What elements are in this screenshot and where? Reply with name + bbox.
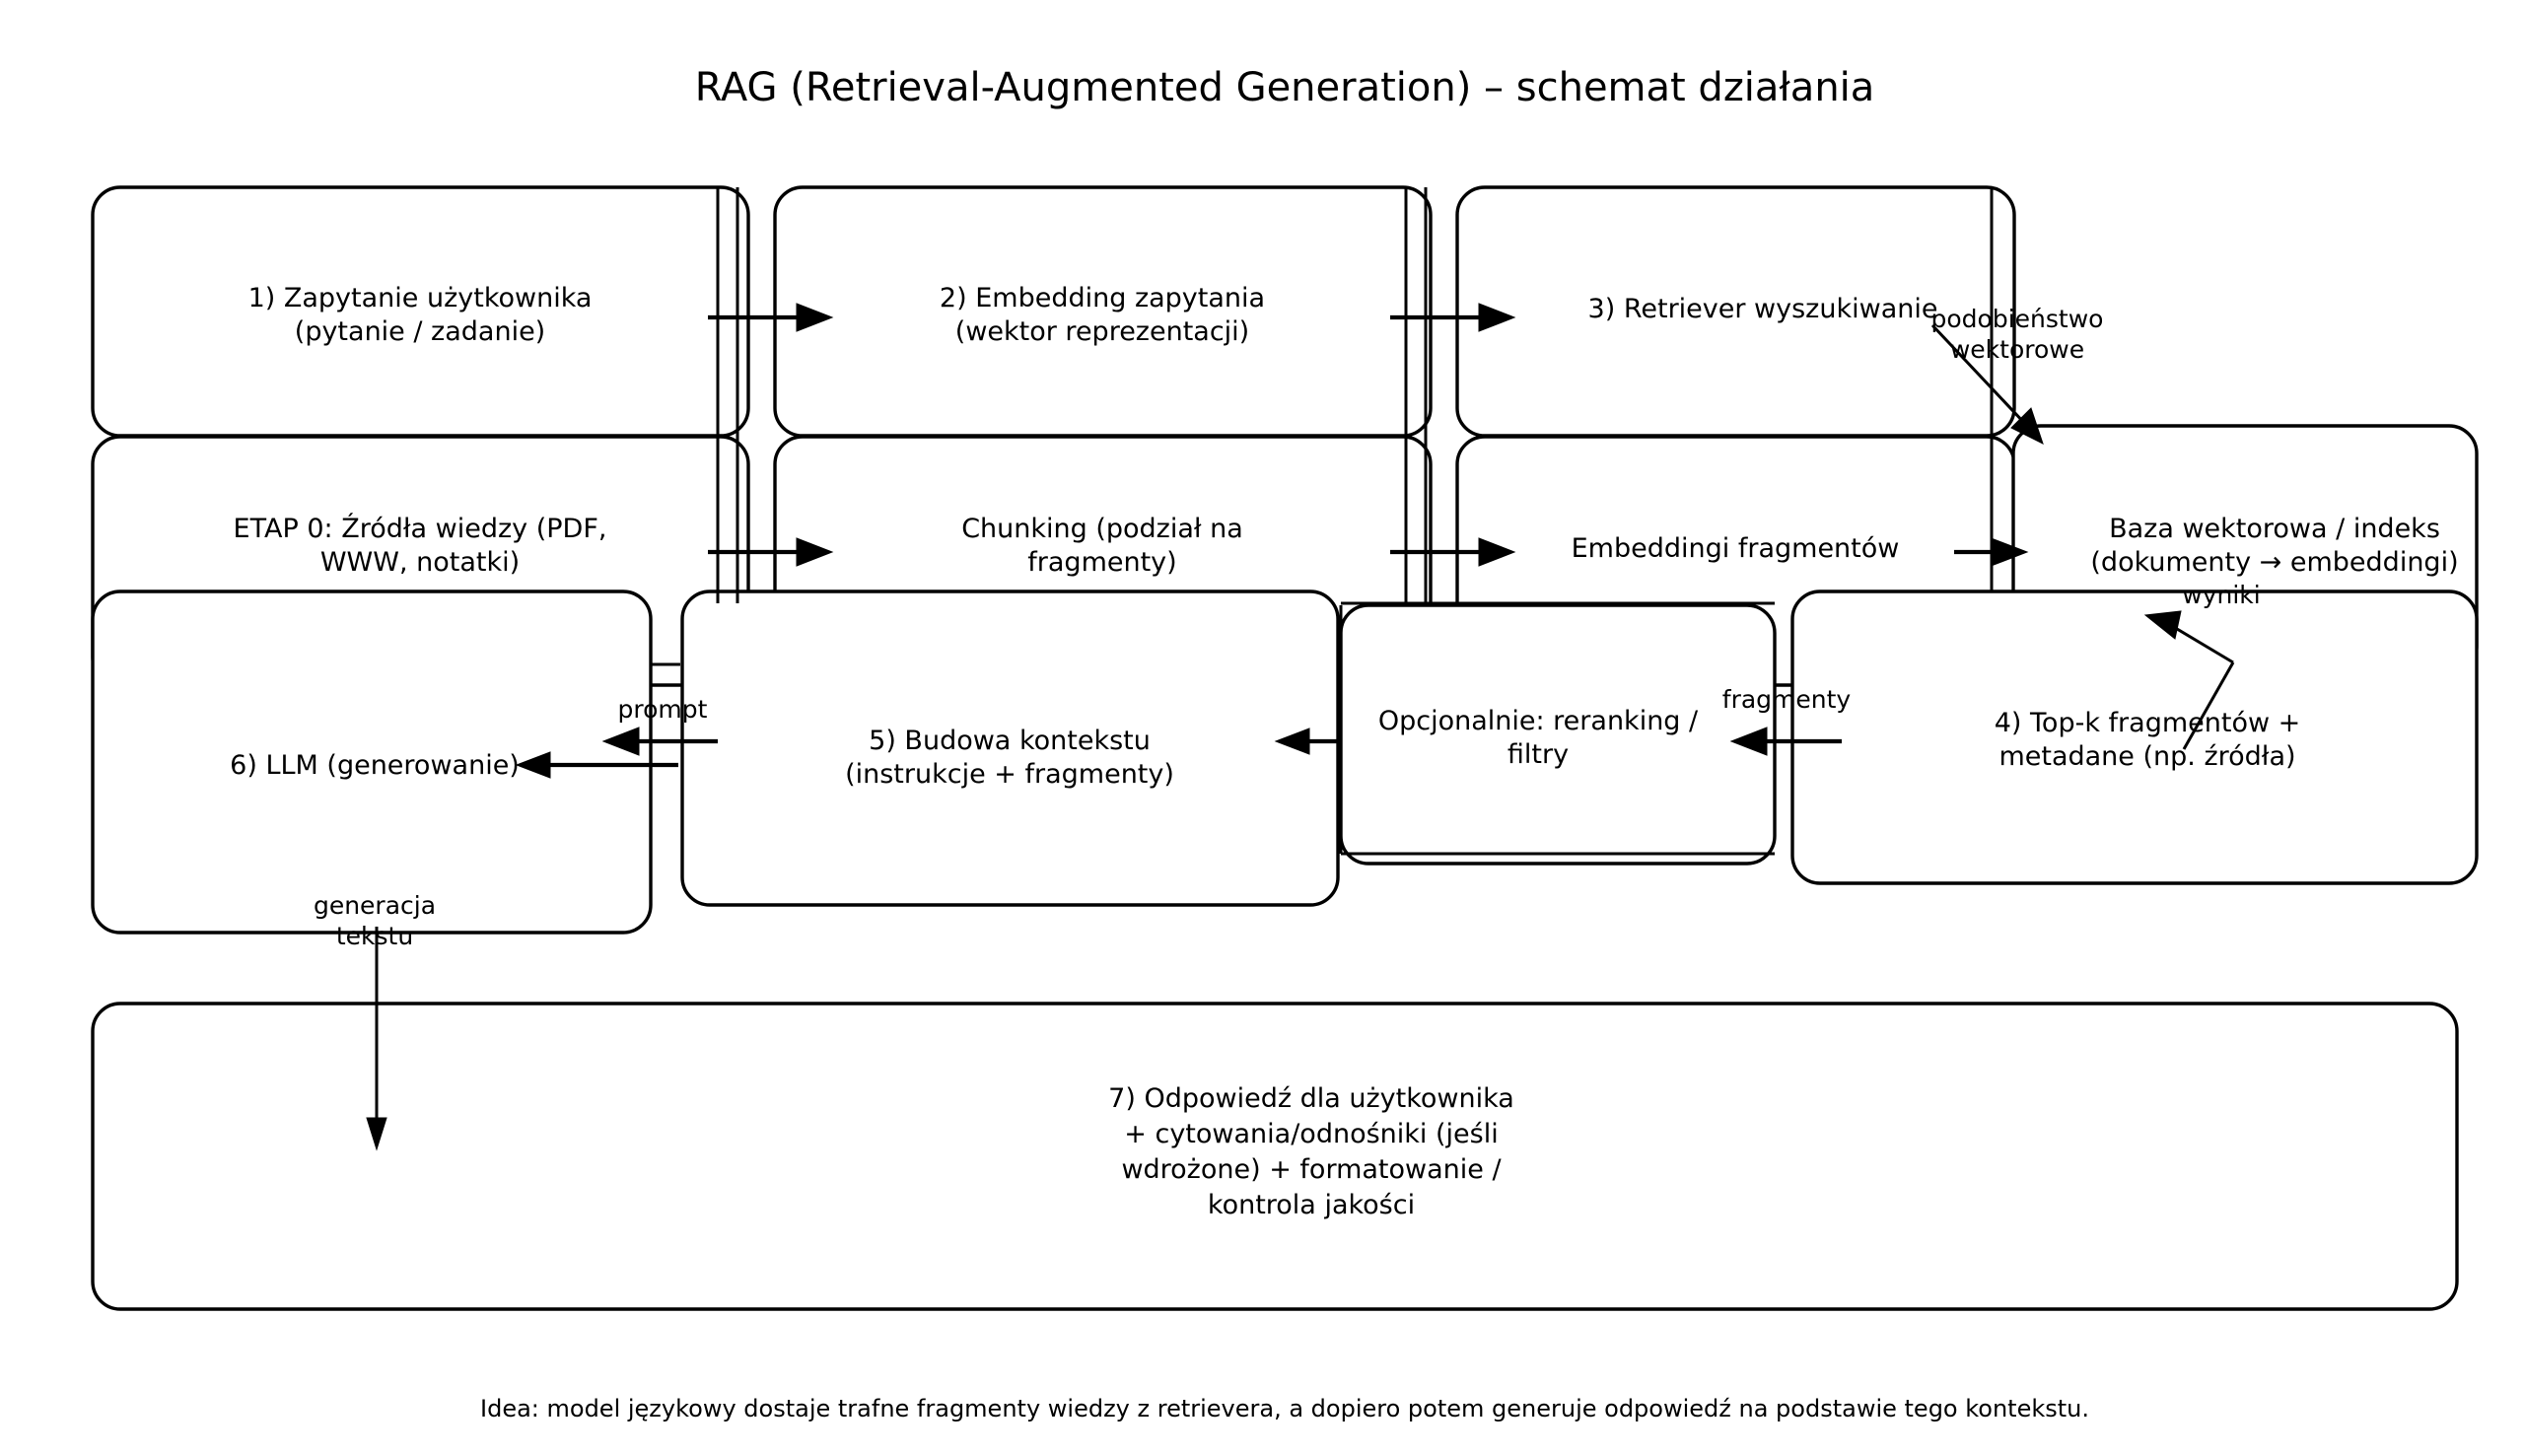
node-topk-line-1: metadane (np. źródła) (1998, 741, 2295, 772)
edge-query-to-query-embedding (708, 303, 834, 332)
edge-label-results-line-0: wyniki (2182, 581, 2260, 609)
edge-label-text-generation-line-0: generacja (314, 891, 436, 920)
node-llm-line-0: 6) LLM (generowanie) (230, 750, 520, 781)
edge-retriever-to-vector-db: podobieństwo wektorowe (1931, 305, 2104, 445)
node-query-embedding-line-1: (wektor reprezentacji) (955, 316, 1249, 347)
node-topk-line-0: 4) Top-k fragmentów + (1995, 708, 2301, 738)
edge-label-text-generation-line-1: tekstu (336, 922, 413, 950)
page-title: RAG (Retrieval-Augmented Generation) – s… (695, 65, 1875, 110)
edge-label-similarity-line-1: wektorowe (1950, 335, 2084, 364)
edge-label-prompt-line-0: prompt (618, 695, 708, 724)
node-answer-line-3: kontrola jakości (1208, 1190, 1415, 1220)
node-topk[interactable]: 4) Top-k fragmentów + metadane (np. źród… (1790, 589, 2479, 885)
edge-llm-to-answer: generacja tekstu (314, 891, 436, 1151)
node-chunking-line-1: fragmenty) (1027, 547, 1176, 578)
node-topk-shape (1790, 589, 2479, 885)
node-knowledge-sources-line-1: WWW, notatki) (320, 547, 520, 578)
node-context-build-line-1: (instrukcje + fragmenty) (845, 759, 1174, 790)
diagram-caption: Idea: model językowy dostaje trafne frag… (480, 1395, 2089, 1422)
edge-context-build-to-llm: prompt (515, 695, 718, 779)
node-query-line-0: 1) Zapytanie użytkownika (248, 283, 593, 313)
node-retriever[interactable]: 3) Retriever wyszukiwanie (1455, 185, 2016, 438)
node-context-build-shape (680, 589, 1340, 907)
node-chunking-line-0: Chunking (podział na (961, 514, 1243, 544)
node-vector-db-line-1: (dokumenty → embeddingi) (2090, 547, 2458, 578)
node-query[interactable]: 1) Zapytanie użytkownika (pytanie / zada… (91, 185, 750, 438)
node-answer-line-0: 7) Odpowiedź dla użytkownika (1108, 1083, 1514, 1114)
edge-label-similarity-line-0: podobieństwo (1931, 305, 2104, 333)
node-query-embedding-line-0: 2) Embedding zapytania (940, 283, 1265, 313)
edge-vector-db-to-topk: wyniki (2143, 581, 2261, 750)
node-context-build-line-0: 5) Budowa kontekstu (869, 726, 1151, 756)
edge-knowledge-to-chunking (708, 537, 834, 567)
edge-reranking-to-context-build (1274, 728, 1341, 755)
node-llm-shape (91, 589, 653, 935)
edge-topk-to-reranking: fragmenty (1722, 685, 1852, 756)
node-llm[interactable]: 6) LLM (generowanie) (91, 589, 653, 935)
node-vector-db-line-0: Baza wektorowa / indeks (2109, 514, 2440, 544)
node-answer-shape (91, 1002, 2459, 1311)
node-chunk-embeddings-line-0: Embeddingi fragmentów (1572, 533, 1900, 564)
node-retriever-line-0: 3) Retriever wyszukiwanie (1588, 294, 1938, 324)
node-reranking-line-0: Opcjonalnie: reranking / (1378, 706, 1699, 736)
node-query-embedding[interactable]: 2) Embedding zapytania (wektor reprezent… (773, 185, 1433, 438)
connector-vertical-lines (651, 187, 1994, 856)
node-answer[interactable]: 7) Odpowiedź dla użytkownika + cytowania… (91, 1002, 2459, 1311)
node-reranking[interactable]: Opcjonalnie: reranking / filtry (1339, 603, 1777, 866)
node-context-build[interactable]: 5) Budowa kontekstu (instrukcje + fragme… (680, 589, 1340, 907)
node-answer-line-2: wdrożone) + formatowanie / (1121, 1154, 1502, 1185)
edge-label-fragments-line-0: fragmenty (1722, 685, 1852, 714)
node-query-line-1: (pytanie / zadanie) (295, 316, 545, 347)
node-reranking-line-1: filtry (1507, 739, 1569, 770)
node-answer-line-1: + cytowania/odnośniki (jeśli (1124, 1119, 1498, 1149)
node-knowledge-sources-line-0: ETAP 0: Źródła wiedzy (PDF, (234, 513, 607, 544)
